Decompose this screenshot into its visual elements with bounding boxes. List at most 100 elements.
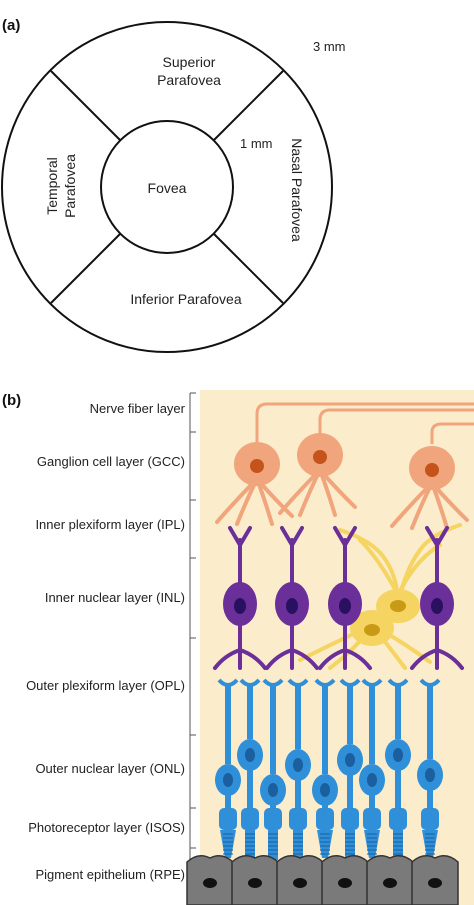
photoreceptor-inner-segment (219, 808, 237, 830)
bipolar-dendrites (410, 622, 464, 670)
photoreceptor-cell (260, 678, 286, 860)
outer-segment-stripes (268, 833, 278, 855)
bipolar-dendrites (213, 622, 267, 670)
photoreceptor-inner-segment (341, 808, 359, 830)
layer-label: Photoreceptor layer (ISOS) (28, 820, 185, 835)
temporal-label-line1: Temporal (44, 157, 60, 215)
photoreceptor-fiber (347, 774, 353, 808)
bipolar-cell-nucleus (234, 598, 246, 614)
layer-label: Inner plexiform layer (IPL) (35, 517, 185, 532)
photoreceptor-fiber (295, 779, 301, 808)
photoreceptor-cell (417, 678, 443, 858)
photoreceptor-cell (285, 678, 311, 860)
bipolar-axon (333, 526, 357, 586)
photoreceptor-fiber (395, 769, 401, 808)
photoreceptor-axon (347, 684, 353, 744)
outer-segment-stripes (293, 833, 303, 855)
rod-outer-segment (345, 830, 355, 860)
ganglion-cell-nucleus (425, 463, 439, 477)
rpe-nucleus (248, 878, 262, 888)
photoreceptor-fiber (427, 789, 433, 808)
photoreceptor-fiber (322, 804, 328, 808)
photoreceptor-inner-segment (316, 808, 334, 830)
superior-label-line1: Superior (163, 54, 216, 70)
photoreceptor-cell (215, 678, 241, 858)
rpe-nucleus (338, 878, 352, 888)
bipolar-dendrites (318, 622, 372, 670)
photoreceptor-nucleus (268, 783, 278, 797)
bipolar-dendrites (265, 622, 319, 670)
bipolar-axon (425, 526, 449, 586)
photoreceptor-inner-segment (289, 808, 307, 830)
rpe-nucleus (428, 878, 442, 888)
panel-b-label: (b) (2, 392, 21, 409)
layer-label: Inner nuclear layer (INL) (45, 590, 185, 605)
outer-segment-stripes (393, 833, 403, 855)
photoreceptor-nucleus (223, 773, 233, 787)
photoreceptor-fiber (247, 769, 253, 808)
divider-upper-left (50, 70, 121, 141)
photoreceptor-axon (395, 684, 401, 739)
divider-lower-left (50, 233, 121, 304)
bipolar-axon (228, 526, 252, 586)
outer-segment-stripes (367, 833, 377, 855)
cone-outer-segment (317, 830, 333, 858)
bipolar-processes (410, 526, 464, 670)
rpe-nucleus (293, 878, 307, 888)
bipolar-processes (318, 526, 372, 670)
outer-segment-stripes (320, 833, 330, 855)
photoreceptor-nucleus (367, 773, 377, 787)
cone-outer-segment (422, 830, 438, 858)
photoreceptor-fiber (225, 794, 231, 808)
ganglion-cell-nucleus (313, 450, 327, 464)
outer-segment-stripes (345, 833, 355, 855)
photoreceptor-fiber (369, 794, 375, 808)
photoreceptor-nucleus (345, 753, 355, 767)
bipolar-cell-nucleus (286, 598, 298, 614)
photoreceptor-inner-segment (241, 808, 259, 830)
photoreceptor-axon (247, 684, 253, 739)
nasal-label: Nasal Parafovea (289, 138, 305, 242)
photoreceptor-axon (369, 684, 375, 764)
outer-segment-stripes (223, 833, 233, 855)
photoreceptor-axon (225, 684, 231, 764)
photoreceptor-nucleus (293, 758, 303, 772)
bipolar-cell-nucleus (339, 598, 351, 614)
rpe-layer (186, 855, 459, 905)
rod-outer-segment (268, 830, 278, 860)
outer-diameter-label: 3 mm (313, 39, 346, 54)
outer-segment-stripes (245, 833, 255, 855)
photoreceptor-inner-segment (363, 808, 381, 830)
amacrine-process (358, 538, 400, 597)
inferior-label: Inferior Parafovea (130, 291, 241, 307)
panel-a: (a) Fovea Superior Parafovea Inferior Pa… (1, 17, 346, 353)
photoreceptor-axon (427, 684, 433, 759)
inner-circle-1mm (100, 120, 234, 254)
photoreceptor-cell (337, 678, 363, 860)
photoreceptor-cell (385, 678, 411, 860)
rod-outer-segment (393, 830, 403, 860)
photoreceptor-inner-segment (264, 808, 282, 830)
rod-outer-segment (245, 830, 255, 860)
rpe-nucleus (203, 878, 217, 888)
layer-label: Outer nuclear layer (ONL) (35, 761, 185, 776)
photoreceptor-fiber (270, 804, 276, 808)
photoreceptor-cell (237, 678, 263, 860)
photoreceptor-inner-segment (421, 808, 439, 830)
divider-lower-right (213, 233, 284, 304)
photoreceptor-cell (359, 678, 385, 858)
divider-upper-right (213, 70, 284, 141)
inner-diameter-label: 1 mm (240, 136, 273, 151)
outer-segment-stripes (425, 833, 435, 855)
layer-label: Outer plexiform layer (OPL) (26, 678, 185, 693)
rpe-nucleus (383, 878, 397, 888)
layer-label: Ganglion cell layer (GCC) (37, 454, 185, 469)
photoreceptor-axon (295, 684, 301, 749)
cone-outer-segment (364, 830, 380, 858)
fovea-label: Fovea (148, 180, 187, 196)
bipolar-axon (280, 526, 304, 586)
temporal-label-line2: Parafovea (62, 154, 78, 218)
